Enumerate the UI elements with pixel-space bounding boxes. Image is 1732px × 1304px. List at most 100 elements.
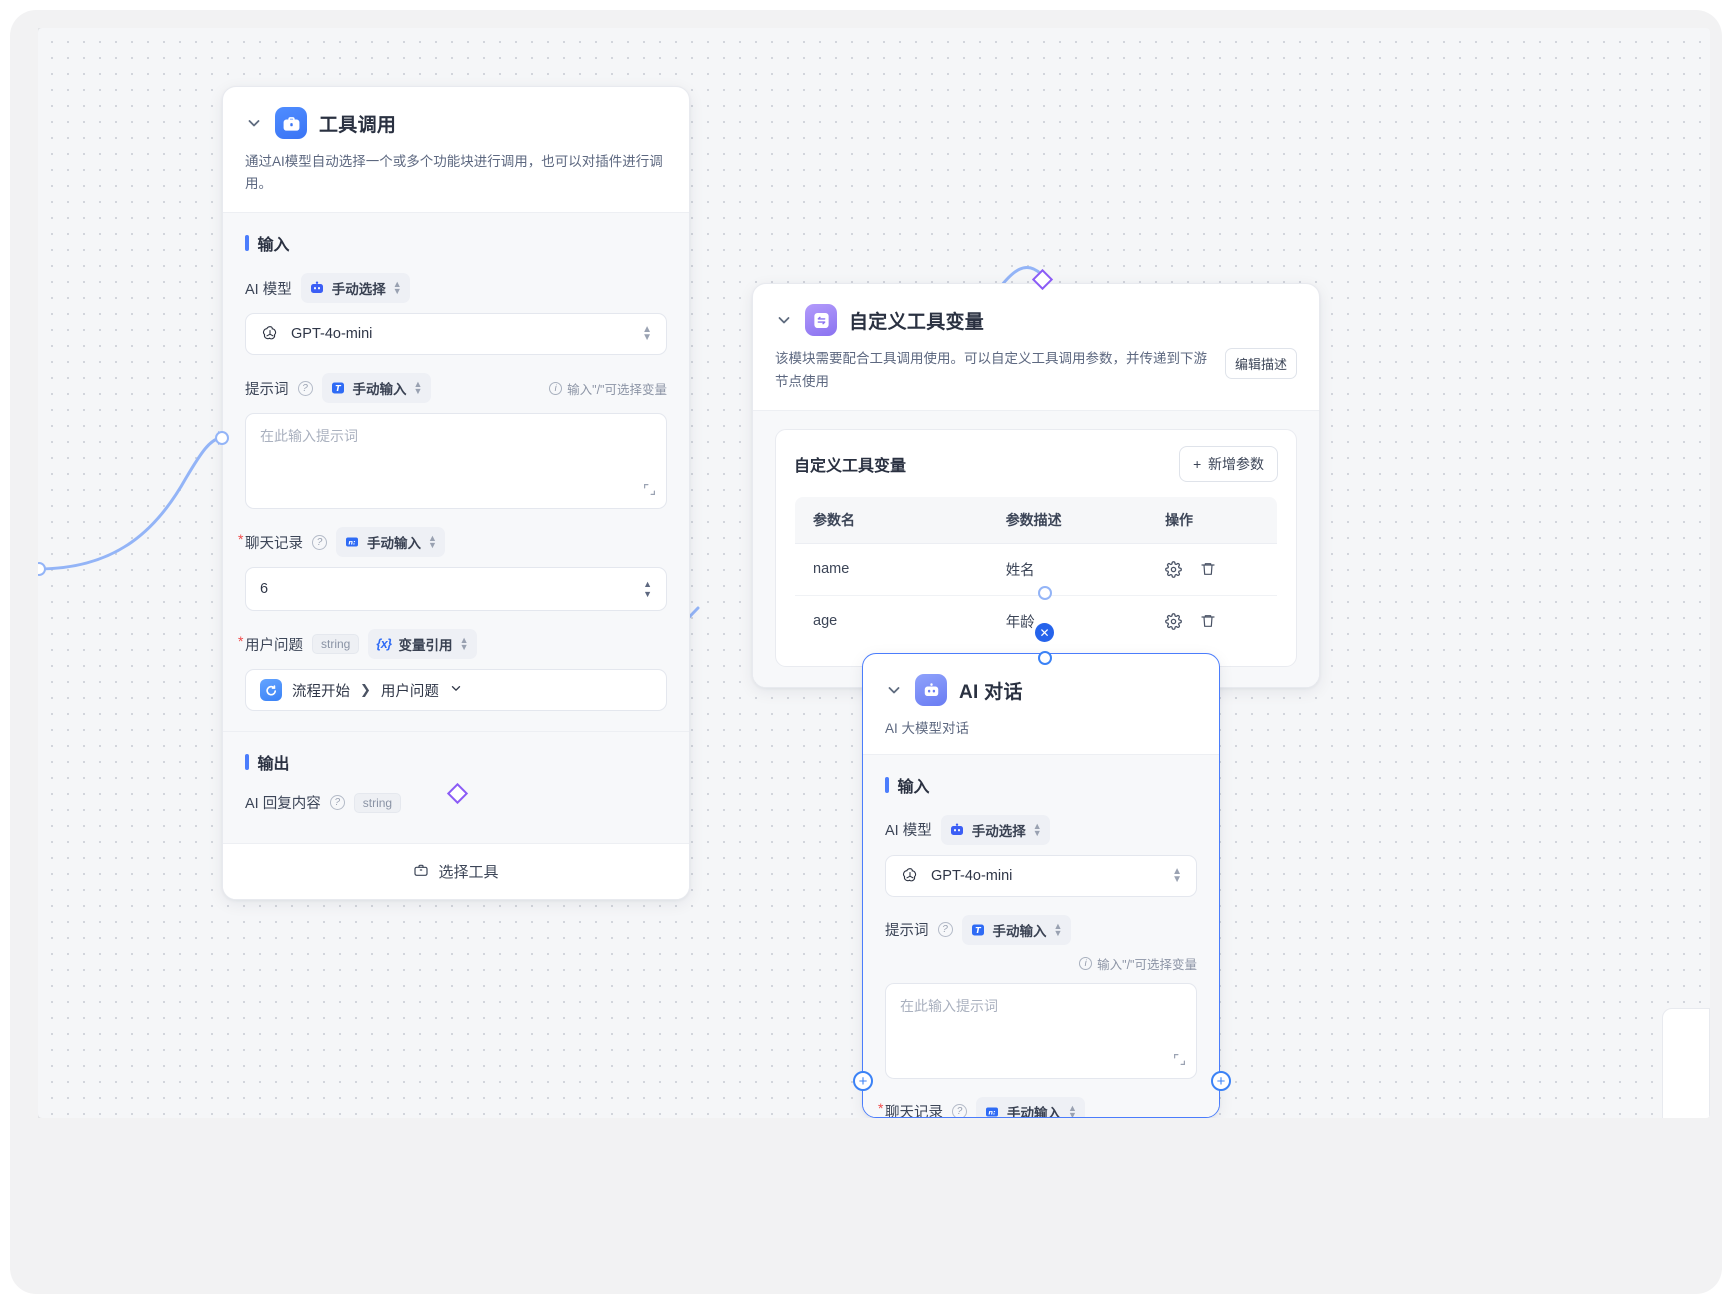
openai-logo-icon xyxy=(903,867,917,881)
robot-icon xyxy=(915,674,947,706)
user-question-type-tag: string xyxy=(312,634,360,655)
field-prompt: 提示词 ? T 手动输入 ▲▼ i 输入"/"可选择变量 xyxy=(245,373,667,510)
field-chat-record: 聊天记录 ? n: 手动输入 ▲▼ 6 ▲ xyxy=(238,527,667,612)
right-side-panel[interactable] xyxy=(1662,1008,1710,1118)
field-ai-model: AI 模型 手动选择 ▲▼ xyxy=(245,273,667,356)
chevron-updown-icon[interactable]: ▲▼ xyxy=(642,324,652,344)
ai-model-mode-label: 手动选择 xyxy=(971,823,1026,839)
node-tool-call[interactable]: 工具调用 通过AI模型自动选择一个或多个功能块进行调用，也可以对插件进行调用。 … xyxy=(222,86,690,901)
collapse-chevron-icon[interactable] xyxy=(885,681,903,699)
prompt-placeholder: 在此输入提示词 xyxy=(260,428,358,445)
openai-logo-icon xyxy=(263,326,277,340)
input-section-title: 输入 xyxy=(885,773,1197,797)
svg-text:n:: n: xyxy=(988,1108,996,1116)
number-chip-icon: n: xyxy=(344,534,360,550)
col-param-name: 参数名 xyxy=(795,496,988,544)
prompt-mode-select[interactable]: T 手动输入 ▲▼ xyxy=(321,373,431,404)
prompt-textarea[interactable]: 在此输入提示词 xyxy=(245,413,667,510)
prompt-textarea[interactable]: 在此输入提示词 xyxy=(885,982,1197,1079)
text-chip-icon: T xyxy=(330,380,346,396)
output-label: AI 回复内容 xyxy=(245,796,321,813)
output-section: 输出 AI 回复内容 ? string xyxy=(223,731,689,844)
edge-origin-handle[interactable] xyxy=(38,562,46,576)
toolbox-small-icon xyxy=(413,862,429,882)
node-ai-chat-right-add-handle[interactable]: + xyxy=(1211,1071,1231,1091)
help-icon[interactable]: ? xyxy=(329,795,345,811)
chevron-updown-icon[interactable]: ▲▼ xyxy=(1172,865,1182,885)
ai-model-value: GPT-4o-mini xyxy=(291,326,373,343)
user-question-mode-select[interactable]: {x} 变量引用 ▲▼ xyxy=(368,629,477,660)
panel-header: 自定义工具变量 + 新增参数 xyxy=(794,445,1278,482)
info-icon: i xyxy=(1079,956,1093,970)
ai-model-mode-label: 手动选择 xyxy=(331,282,386,298)
ai-model-select[interactable]: GPT-4o-mini ▲▼ xyxy=(245,313,667,356)
node-ai-chat-left-add-handle[interactable]: + xyxy=(853,1071,873,1091)
node-ai-chat[interactable]: AI 对话 AI 大模型对话 输入 AI 模型 xyxy=(862,653,1220,1118)
input-section: 输入 AI 模型 手动选择 ▲▼ xyxy=(223,212,689,732)
prompt-mode-label: 手动输入 xyxy=(352,382,407,398)
edit-description-button[interactable]: 编辑描述 xyxy=(1224,348,1297,379)
node-description: 通过AI模型自动选择一个或多个功能块进行调用，也可以对插件进行调用。 xyxy=(245,154,663,191)
user-question-reference-select[interactable]: 流程开始 ❯ 用户问题 xyxy=(245,669,667,712)
ai-model-select[interactable]: GPT-4o-mini ▲▼ xyxy=(885,854,1197,897)
chevron-down-icon[interactable] xyxy=(449,681,463,699)
node-ai-chat-input-handle[interactable] xyxy=(1038,651,1052,665)
field-prompt: 提示词 ? T 手动输入 ▲▼ i 输入"/"可选择变量 xyxy=(885,914,1197,1079)
prompt-mode-select[interactable]: T 手动输入 ▲▼ xyxy=(961,914,1071,945)
field-ai-model: AI 模型 手动选择 ▲▼ xyxy=(885,814,1197,897)
node-title: 自定义工具变量 xyxy=(849,311,985,333)
stepper-up-icon[interactable]: ▲ xyxy=(643,579,652,590)
chat-record-mode-select[interactable]: n: 手动输入 ▲▼ xyxy=(976,1096,1085,1118)
chevron-updown-icon: ▲▼ xyxy=(428,533,437,551)
delete-edge-button[interactable]: ✕ xyxy=(1035,623,1054,642)
stepper-down-icon[interactable]: ▼ xyxy=(643,589,652,600)
chevron-updown-icon: ▲▼ xyxy=(1053,920,1063,938)
node-subtitle: AI 大模型对话 xyxy=(885,721,970,736)
chat-record-label: 聊天记录 xyxy=(238,531,303,553)
node-custom-tool-vars-output-handle[interactable] xyxy=(1038,586,1052,600)
output-field-row: AI 回复内容 ? string xyxy=(245,792,667,813)
chat-record-value: 6 xyxy=(260,581,269,598)
collapse-chevron-icon[interactable] xyxy=(245,114,263,132)
params-table: 参数名 参数描述 操作 name 姓名 xyxy=(794,495,1278,648)
chat-record-mode-label: 手动输入 xyxy=(367,536,421,552)
help-icon[interactable]: ? xyxy=(952,1104,967,1117)
table-row[interactable]: name 姓名 xyxy=(795,543,1277,596)
custom-vars-panel: 自定义工具变量 + 新增参数 参数名 参数描述 操作 xyxy=(775,428,1297,667)
gear-icon[interactable] xyxy=(1165,613,1182,630)
add-param-button[interactable]: + 新增参数 xyxy=(1178,445,1278,482)
svg-text:n:: n: xyxy=(348,539,356,547)
gear-icon[interactable] xyxy=(1165,561,1182,578)
chat-record-mode-label: 手动输入 xyxy=(1007,1105,1061,1118)
expand-icon[interactable] xyxy=(1173,1053,1186,1069)
prompt-mode-label: 手动输入 xyxy=(992,923,1047,939)
variables-icon xyxy=(805,304,837,336)
select-tool-button[interactable]: 选择工具 xyxy=(223,843,689,900)
trash-icon[interactable] xyxy=(1200,561,1216,577)
expand-icon[interactable] xyxy=(643,483,656,499)
robot-chip-icon xyxy=(949,822,965,838)
node-custom-tool-vars[interactable]: 自定义工具变量 该模块需要配合工具调用使用。可以自定义工具调用参数，并传递到下游… xyxy=(752,283,1320,688)
plus-icon: + xyxy=(1192,455,1201,472)
trash-icon[interactable] xyxy=(1200,613,1216,629)
ai-model-mode-select[interactable]: 手动选择 ▲▼ xyxy=(940,814,1050,845)
chat-record-stepper[interactable]: 6 ▲ ▼ xyxy=(245,567,667,612)
param-actions-cell xyxy=(1147,595,1277,647)
user-question-label: 用户问题 xyxy=(238,633,303,655)
param-name-cell: name xyxy=(795,543,988,596)
node-title: AI 对话 xyxy=(959,681,1023,703)
node-tool-call-input-handle[interactable] xyxy=(215,431,229,445)
param-desc-cell: 年龄 xyxy=(987,595,1148,647)
flow-start-icon xyxy=(260,679,282,702)
table-row[interactable]: age 年龄 xyxy=(795,595,1277,647)
help-icon[interactable]: ? xyxy=(937,922,953,938)
help-icon[interactable]: ? xyxy=(297,380,313,396)
param-name-cell: age xyxy=(795,595,988,647)
ai-model-mode-select[interactable]: 手动选择 ▲▼ xyxy=(300,273,410,304)
workflow-canvas[interactable]: 工具调用 通过AI模型自动选择一个或多个功能块进行调用，也可以对插件进行调用。 … xyxy=(38,28,1710,1118)
collapse-chevron-icon[interactable] xyxy=(775,311,793,329)
select-tool-label: 选择工具 xyxy=(438,864,499,882)
stepper-arrows[interactable]: ▲ ▼ xyxy=(643,579,652,600)
chat-record-mode-select[interactable]: n: 手动输入 ▲▼ xyxy=(336,527,445,558)
help-icon[interactable]: ? xyxy=(312,534,327,550)
